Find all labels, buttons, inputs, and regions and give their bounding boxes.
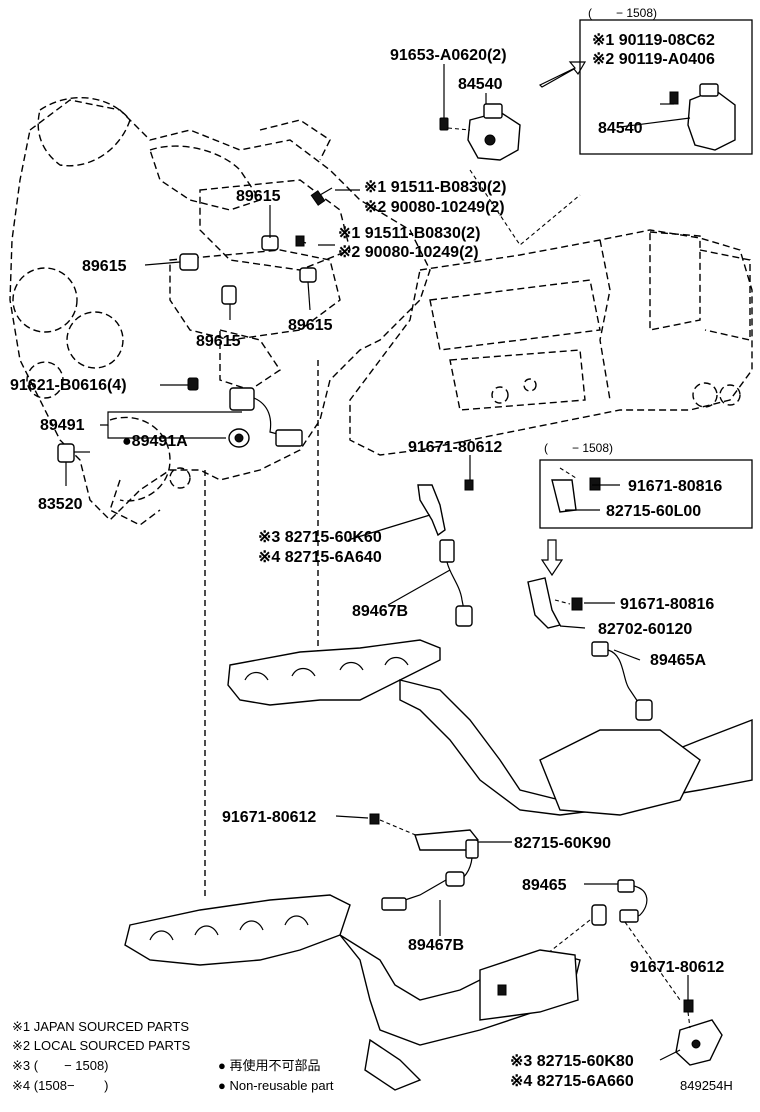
label-bolt-d: 91671-80612	[408, 439, 502, 456]
label-bolt-g: 91671-80612	[630, 959, 724, 976]
legend: ※1 JAPAN SOURCED PARTS ※2 LOCAL SOURCED …	[12, 1019, 334, 1093]
inset-box-2	[539, 459, 753, 529]
arrow-to-inset	[538, 61, 587, 88]
arrow-down-inset	[540, 539, 564, 577]
label-inset1-line2: ※2 90119-A0406	[592, 51, 715, 68]
label-inset1-part: 84540	[598, 120, 643, 137]
legend-note-3: ※3 ( − 1508)	[12, 1058, 109, 1073]
label-bracket-e: 82702-60120	[598, 621, 692, 638]
label-bolt-a1: ※1 91511-B0830(2)	[364, 179, 506, 196]
label-89615-b: 89615	[82, 258, 127, 275]
label-inset2-bolt: 91671-80816	[628, 478, 722, 495]
label-inset1-title: ( − 1508)	[588, 6, 657, 20]
label-bolt-b2: ※2 90080-10249(2)	[338, 244, 479, 261]
leader-lines	[65, 64, 691, 1061]
o2-sensor-89465A	[527, 577, 653, 721]
legend-nonreusable-jp: ● 再使用不可部品	[218, 1058, 320, 1073]
label-bolt-top: 91653-A0620(2)	[390, 47, 507, 64]
label-bolt-f: 91671-80612	[222, 809, 316, 826]
cam-sensors	[179, 187, 333, 305]
label-bolt-a2: ※2 90080-10249(2)	[364, 199, 505, 216]
label-o2-a: 89465A	[650, 652, 706, 669]
label-inset2-bracket: 82715-60L00	[606, 503, 701, 520]
label-89615-a: 89615	[236, 188, 281, 205]
label-89615-d: 89615	[288, 317, 333, 334]
wire-harness-89491	[187, 377, 303, 448]
label-diagram-id: 849254H	[680, 1078, 733, 1093]
label-bracket-f: 82715-60K90	[514, 835, 611, 852]
engine-illustration	[9, 97, 431, 526]
label-o2-b2: 89467B	[408, 937, 464, 954]
bracket-lower-right	[675, 999, 723, 1066]
legend-note-4: ※4 (1508− )	[12, 1078, 109, 1093]
label-grommet: ●89491A	[122, 433, 188, 450]
o2-sensor-89467B-upper	[417, 479, 474, 627]
transmission-illustration	[349, 229, 753, 456]
label-o2-main: 89465	[522, 877, 567, 894]
label-inset2-title: ( − 1508)	[544, 441, 613, 455]
upper-exhaust	[227, 639, 753, 816]
label-bracket-g3: ※3 82715-60K80	[510, 1053, 634, 1070]
label-knock: 83520	[38, 496, 83, 513]
lower-exhaust	[124, 894, 581, 1091]
label-sensor-top: 84540	[458, 76, 503, 93]
inset-box-1	[579, 19, 753, 155]
label-bracket-a4: ※4 82715-6A640	[258, 549, 382, 566]
label-bolt-b1: ※1 91511-B0830(2)	[338, 225, 480, 242]
label-harness: 89491	[40, 417, 85, 434]
switch-84540	[439, 103, 521, 161]
label-bracket-a3: ※3 82715-60K60	[258, 529, 382, 546]
label-o2-b1: 89467B	[352, 603, 408, 620]
knock-sensor-83520	[57, 443, 90, 463]
label-89615-c: 89615	[196, 333, 241, 350]
legend-nonreusable-en: ● Non-reusable part	[218, 1078, 334, 1093]
label-bolt-c: 91621-B0616(4)	[10, 377, 127, 394]
callout-labels: 91653-A0620(2) 84540 ( − 1508) ※1 90119-…	[10, 6, 733, 1093]
legend-note-1: ※1 JAPAN SOURCED PARTS	[12, 1019, 189, 1034]
legend-note-2: ※2 LOCAL SOURCED PARTS	[12, 1038, 191, 1053]
o2-sensor-89467B-lower	[369, 813, 479, 911]
label-bracket-g4: ※4 82715-6A660	[510, 1073, 634, 1090]
label-bolt-e: 91671-80816	[620, 596, 714, 613]
label-inset1-line1: ※1 90119-08C62	[592, 32, 715, 49]
o2-sensor-89465	[519, 879, 681, 1001]
